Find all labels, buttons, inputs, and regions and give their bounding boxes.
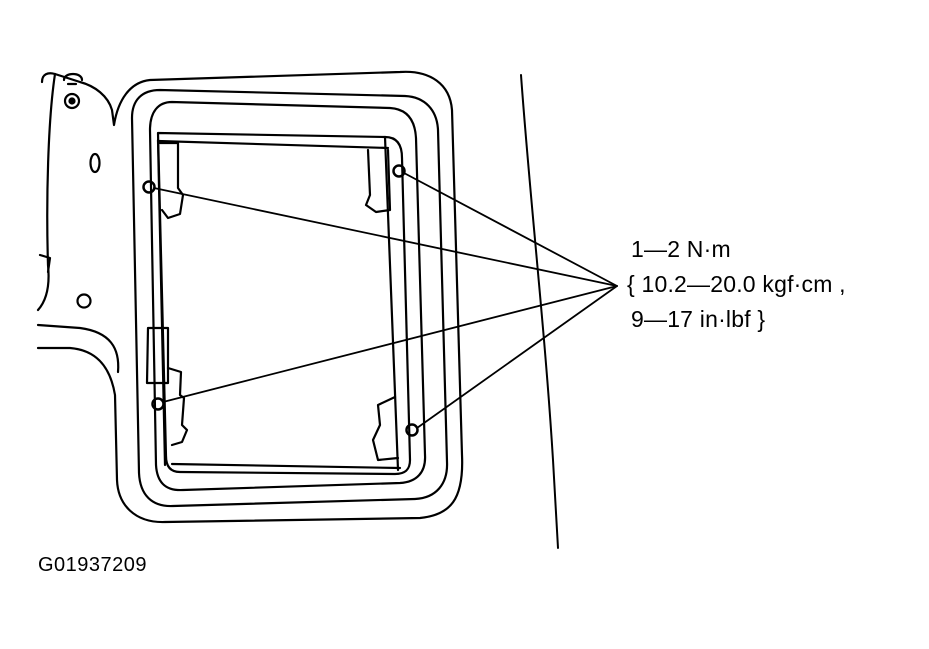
leader-lines xyxy=(153,172,618,429)
right-upper-bracket xyxy=(364,148,392,214)
right-rail-outer xyxy=(383,135,400,472)
bolt-hole-upper-center xyxy=(68,97,76,105)
right-lower-clip xyxy=(371,395,400,462)
torque-spec-line-2: { 10.2—20.0 kgf·cm , xyxy=(627,271,846,297)
left-rail xyxy=(156,138,167,467)
left-lower-bracket xyxy=(145,326,170,385)
torque-spec-line-3: 9—17 in·lbf } xyxy=(631,306,766,332)
edge-notch xyxy=(38,253,52,274)
screw-icon xyxy=(392,164,406,178)
screw-icon xyxy=(151,397,165,411)
figure-id: G01937209 xyxy=(38,554,148,576)
round-hole-lower xyxy=(76,293,92,309)
bottom-edge-line xyxy=(170,462,402,470)
door-edge-line xyxy=(520,74,559,549)
left-lower-clip xyxy=(166,366,189,447)
clip-symbol xyxy=(62,72,84,86)
top-edge-line xyxy=(156,139,390,150)
left-upper-bracket xyxy=(158,141,185,220)
frame-inner xyxy=(148,100,427,492)
screw-icon xyxy=(142,180,156,194)
torque-spec-line-1: 1—2 N·m xyxy=(631,236,731,262)
slot-hole xyxy=(89,152,101,174)
glass-opening xyxy=(156,131,412,476)
screw-icon xyxy=(405,423,419,437)
door-panel-left-edge xyxy=(36,72,57,312)
door-panel-lower-line xyxy=(36,323,120,374)
door-panel-outline xyxy=(36,70,464,524)
frame-outer xyxy=(130,88,449,508)
bolt-hole-upper xyxy=(63,92,81,110)
